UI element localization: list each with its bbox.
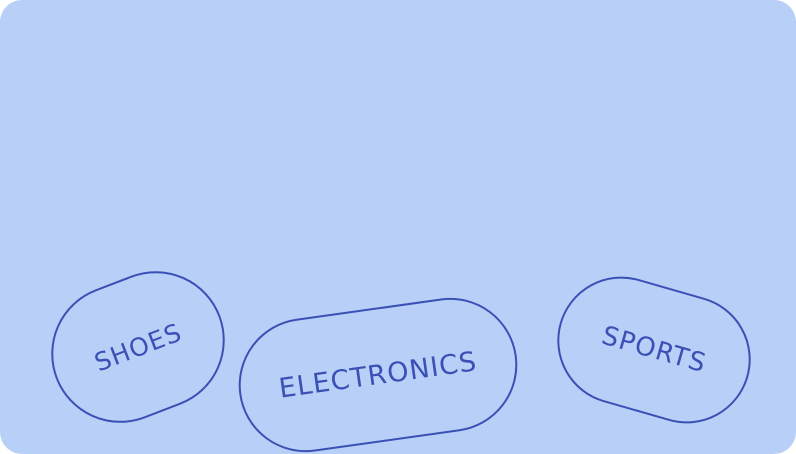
category-chip-shoes[interactable]: SHOES: [31, 251, 245, 443]
category-chip-electronics[interactable]: ELECTRONICS: [230, 289, 526, 454]
category-chip-label: SPORTS: [598, 320, 710, 380]
category-chip-sports[interactable]: SPORTS: [542, 261, 766, 439]
category-chip-label: SHOES: [90, 317, 186, 377]
category-chip-label: ELECTRONICS: [276, 345, 480, 405]
